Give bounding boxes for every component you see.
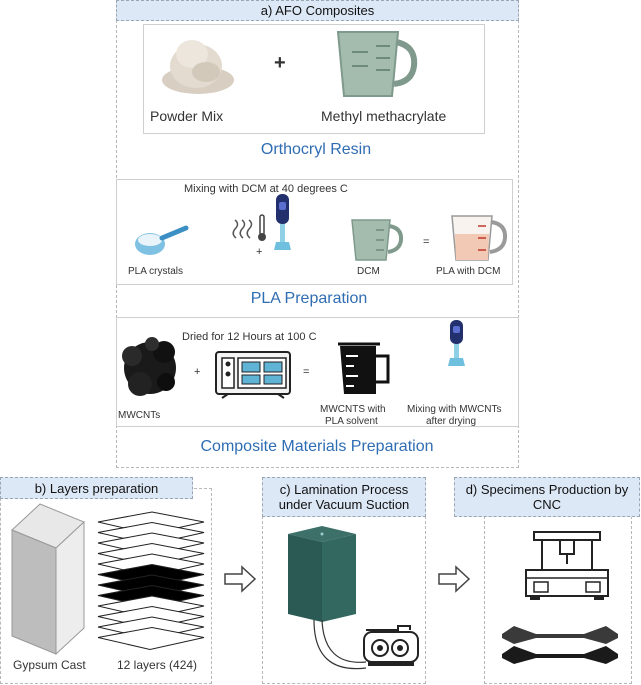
section-c-title-line2: under Vacuum Suction (278, 497, 410, 512)
pla-caption: PLA Preparation (250, 290, 368, 307)
layers-stack-icon (97, 511, 205, 651)
composite-plus: + (194, 366, 201, 378)
vacuum-hose-icon (313, 619, 367, 670)
measuring-cup-icon (351, 219, 404, 261)
mixing-label-1: Mixing with MWCNTs (407, 404, 502, 415)
section-c-title: c) Lamination Process under Vacuum Sucti… (262, 477, 426, 517)
oven-icon (215, 351, 291, 399)
laminated-cast-icon (288, 526, 356, 622)
resin-plus: + (274, 52, 286, 74)
pla-heading: Mixing with DCM at 40 degrees C (184, 183, 348, 195)
thermometer-icon (258, 214, 266, 241)
pla-crystals-label: PLA crystals (128, 266, 184, 277)
mixing-label-2: after drying (426, 416, 477, 427)
gypsum-label: Gypsum Cast (13, 658, 86, 672)
measuring-cup-icon (451, 215, 508, 261)
mwcnt-label: MWCNTs (118, 410, 161, 421)
cnc-machine-icon (525, 531, 609, 600)
powder-icon (162, 40, 234, 94)
measuring-cup-icon (336, 31, 418, 97)
right-arrow-icon (438, 565, 471, 593)
mma-label: Methyl methacrylate (321, 108, 447, 124)
section-d-title-line2: CNC (532, 497, 562, 512)
composite-equals: = (303, 366, 310, 378)
composite-caption: Composite Materials Preparation (200, 438, 434, 455)
composite-heading: Dried for 12 Hours at 100 C (182, 331, 317, 343)
orthocryl-caption: Orthocryl Resin (260, 141, 372, 158)
section-b-title: b) Layers preparation (0, 477, 193, 499)
mwcnt-powder-icon (122, 337, 176, 396)
section-a-title: a) AFO Composites (116, 0, 519, 21)
beaker-icon (338, 342, 390, 394)
hand-blender-icon (448, 320, 465, 366)
heat-icon (232, 219, 253, 239)
section-d-title: d) Specimens Production by CNC (454, 477, 640, 517)
solvent-label-1: MWCNTS with (320, 404, 386, 415)
hand-blender-icon (274, 194, 291, 250)
pla-plus: + (256, 246, 263, 258)
pla-equals: = (423, 236, 430, 248)
scoop-icon (135, 225, 189, 255)
gypsum-cast-icon (11, 503, 85, 656)
pla-layer (97, 626, 205, 651)
section-d-title-line1: d) Specimens Production by (465, 482, 629, 497)
vacuum-pump-icon (363, 625, 419, 666)
dcm-label: DCM (357, 266, 380, 277)
right-arrow-icon (224, 565, 257, 593)
pla-with-dcm-label: PLA with DCM (436, 266, 501, 277)
section-c-title-line1: c) Lamination Process (279, 482, 409, 497)
powder-label: Powder Mix (150, 108, 224, 124)
dogbone-specimens-icon (502, 626, 618, 664)
solvent-label-2: PLA solvent (325, 416, 378, 427)
layers-label: 12 layers (424) (117, 658, 198, 672)
